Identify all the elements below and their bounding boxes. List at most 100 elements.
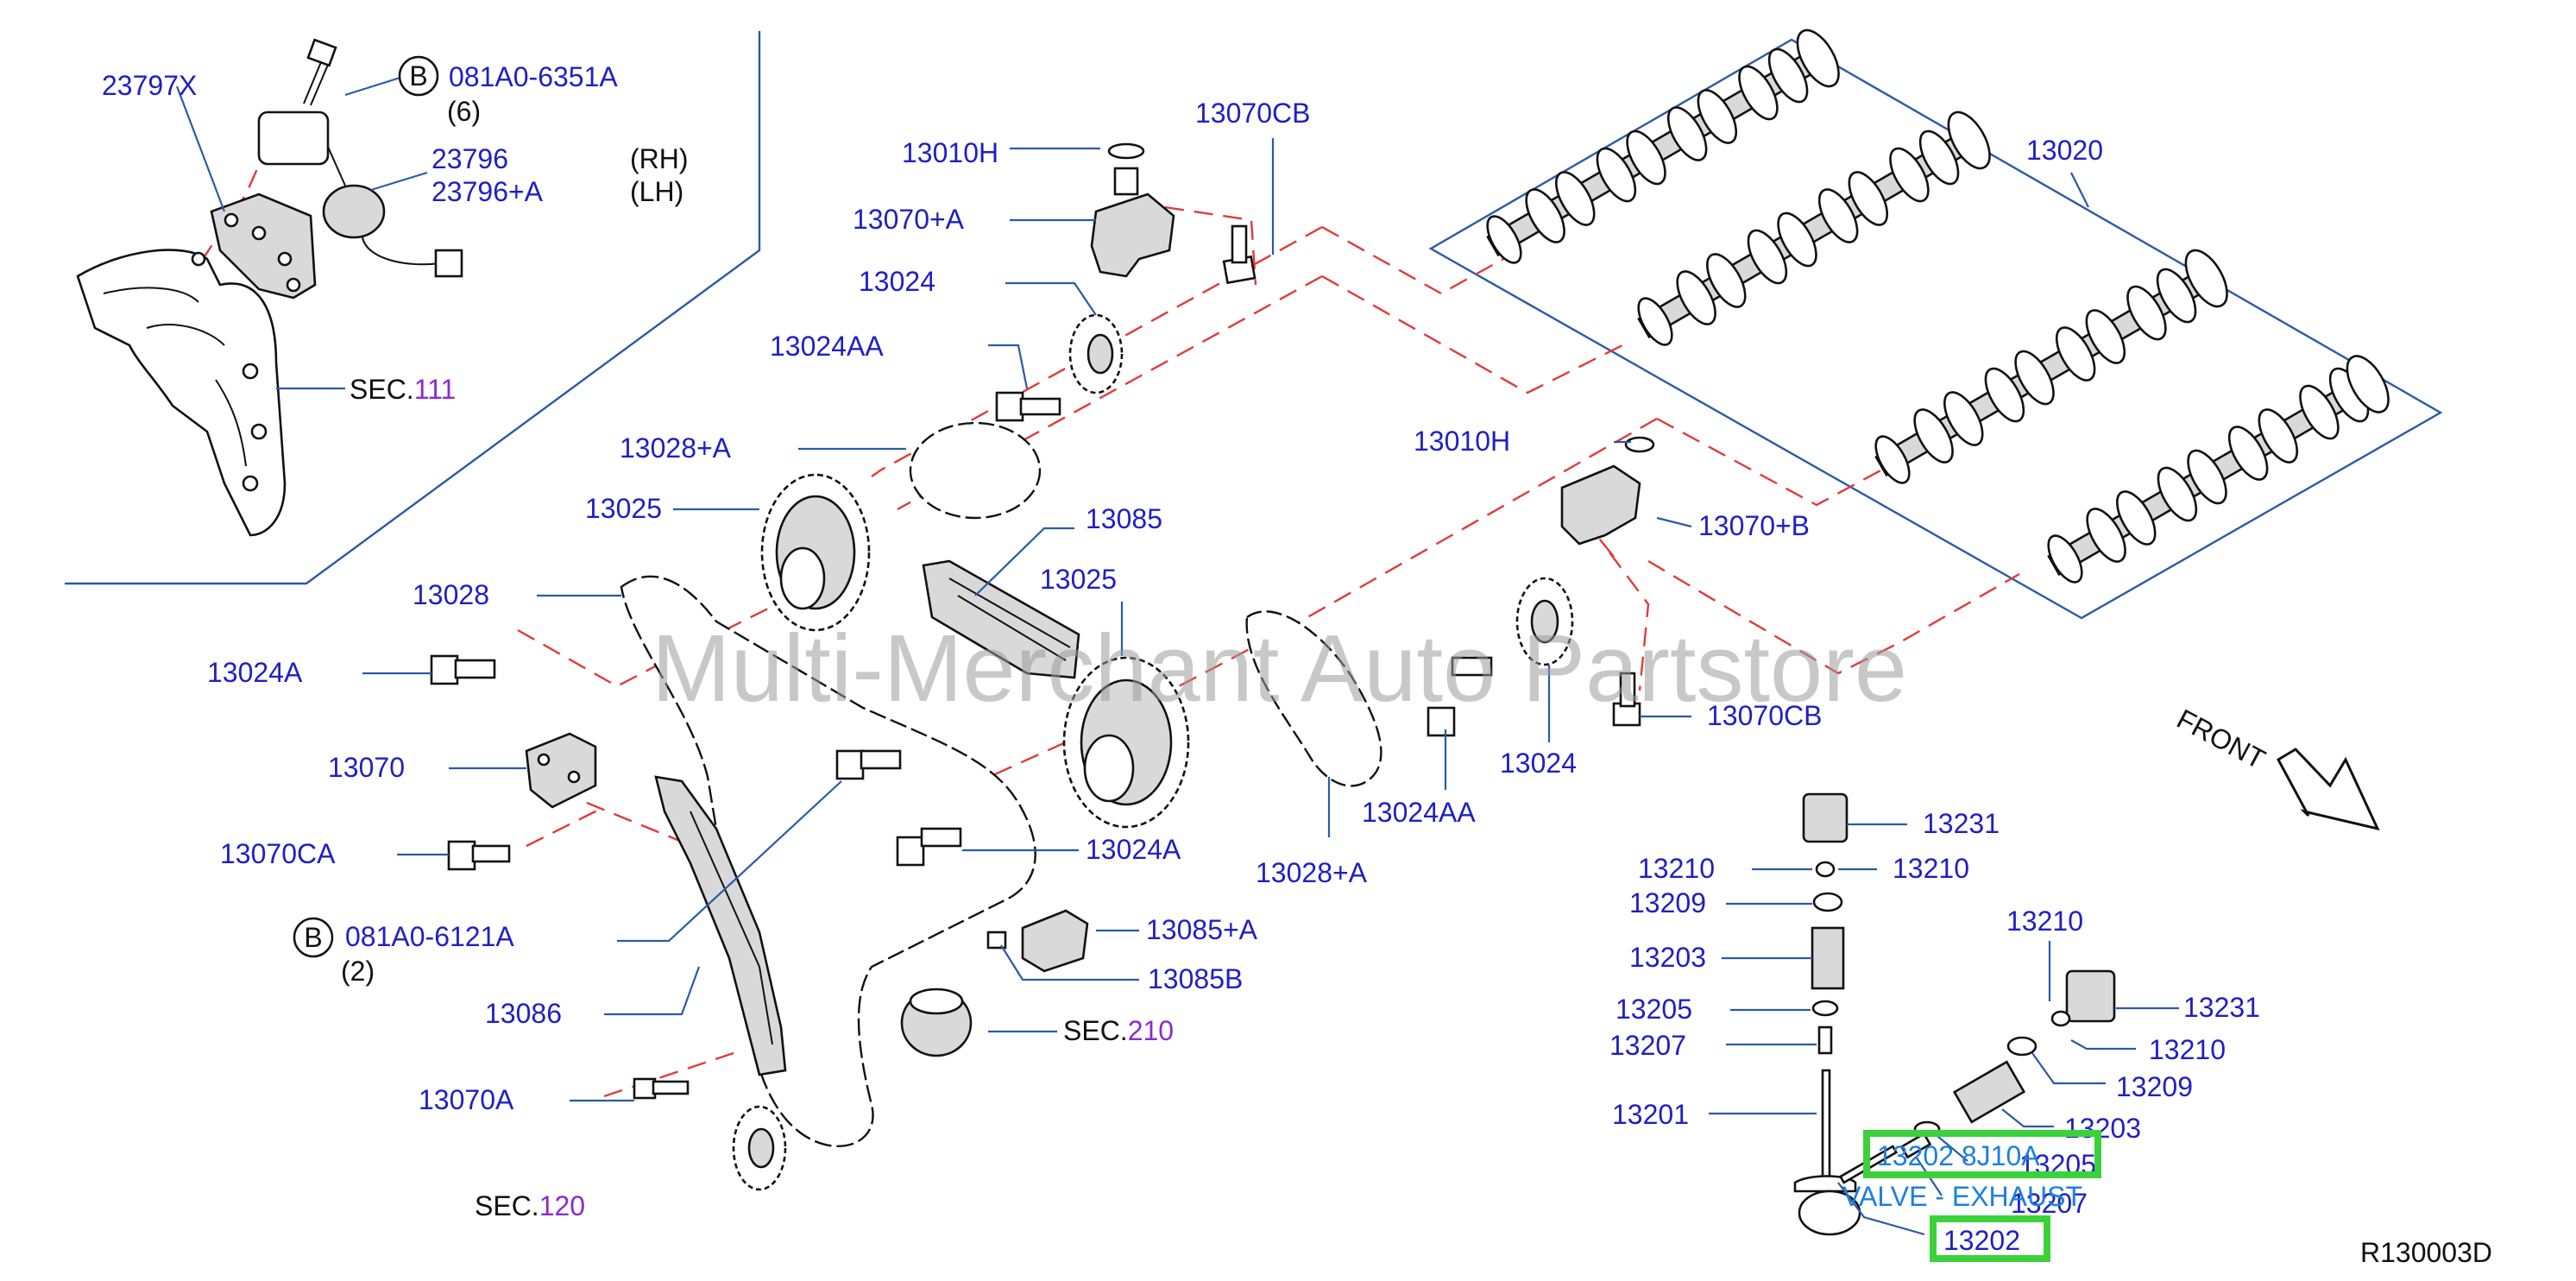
svg-text:SEC.210: SEC.210	[1063, 1015, 1174, 1046]
callout-13010H-lower[interactable]: 13010H	[1414, 426, 1510, 457]
callout-13070-plus-B[interactable]: 13070+B	[1698, 510, 1810, 541]
camshaft-sensor-23796	[257, 110, 463, 278]
sec-number: 210	[1128, 1015, 1174, 1046]
callout-13203-right[interactable]: 13203	[2064, 1113, 2141, 1144]
bolt-13070CB-top	[1222, 224, 1257, 285]
bolt-13070CA	[447, 840, 511, 871]
highlight-box-13202-8J10A	[1863, 1130, 2101, 1178]
callout-13028[interactable]: 13028	[413, 579, 489, 610]
highlight-part-13202[interactable]: 13202	[1943, 1225, 2020, 1256]
callout-13024AA-lower[interactable]: 13024AA	[1362, 797, 1476, 828]
sec-number: 120	[539, 1190, 585, 1221]
callout-13024[interactable]: 13024	[859, 266, 935, 297]
valve-train-right	[1798, 969, 2116, 1236]
chain-13028A-top	[909, 421, 1042, 520]
sprocket-13025-lower	[1062, 656, 1190, 829]
chain-13028A-lower	[1245, 610, 1382, 787]
bolt-081A0-6351A	[303, 38, 337, 106]
callout-081A0-6351A[interactable]: 081A0-6351A	[449, 61, 618, 92]
callout-13020[interactable]: 13020	[2026, 135, 2103, 166]
callout-13201[interactable]: 13201	[1612, 1099, 1689, 1130]
front-label: FRONT	[2172, 703, 2271, 775]
callout-lh: (LH)	[630, 176, 683, 207]
bolt-13024A-lower	[896, 827, 962, 867]
sec-prefix: SEC.	[1063, 1015, 1128, 1046]
callout-13070CB-lower[interactable]: 13070CB	[1707, 700, 1822, 731]
bolt-13070A	[633, 1077, 690, 1100]
callout-13205[interactable]: 13205	[1616, 994, 1692, 1025]
tensioner-13070	[525, 732, 597, 809]
bolt-13070CB-lower	[1612, 672, 1641, 727]
callout-13231[interactable]: 13231	[1923, 808, 2000, 839]
callout-23796[interactable]: 23796	[431, 143, 508, 174]
callout-rh: (RH)	[630, 143, 689, 174]
callout-13070A[interactable]: 13070A	[419, 1084, 514, 1115]
highlight-box-13202	[1930, 1215, 2050, 1262]
callout-13207[interactable]: 13207	[1609, 1030, 1686, 1061]
callout-13070CA[interactable]: 13070CA	[220, 838, 336, 869]
callout-13086[interactable]: 13086	[485, 998, 562, 1029]
callout-23797X[interactable]: 23797X	[102, 70, 197, 101]
callout-13010H[interactable]: 13010H	[902, 137, 998, 168]
bolt-13024AA-top	[995, 391, 1061, 422]
callout-13207-right[interactable]: 13207	[2011, 1188, 2088, 1219]
callout-13209[interactable]: 13209	[1629, 887, 1706, 918]
bolt-marker-letter: B	[304, 922, 322, 953]
callout-13024A-lower[interactable]: 13024A	[1086, 834, 1181, 865]
watermark-text: Multi-Merchant Auto Partstore	[652, 615, 1907, 722]
callout-13025-lower[interactable]: 13025	[1040, 564, 1117, 595]
callout-13209-right[interactable]: 13209	[2116, 1071, 2193, 1102]
bolt-marker-b2: B	[293, 917, 334, 958]
callout-13085[interactable]: 13085	[1086, 503, 1162, 534]
callout-13203[interactable]: 13203	[1629, 942, 1706, 973]
callout-13070[interactable]: 13070	[328, 752, 405, 783]
callout-13210-d[interactable]: 13210	[2149, 1034, 2226, 1065]
bolt-marker-b1: B	[398, 55, 439, 97]
callout-qty-2: (2)	[341, 956, 375, 987]
sprocket-13024-lower	[1515, 577, 1574, 666]
callout-13085B[interactable]: 13085B	[1148, 963, 1243, 994]
callout-13024AA[interactable]: 13024AA	[770, 331, 884, 362]
tensioner-13070B-plus	[1560, 436, 1655, 546]
section-ref-120[interactable]: SEC.120	[475, 1190, 585, 1221]
sprocket-13024-top	[1068, 313, 1124, 394]
callout-13024A[interactable]: 13024A	[207, 657, 303, 688]
callout-23796A[interactable]: 23796+A	[431, 176, 544, 207]
callout-13231-right[interactable]: 13231	[2183, 992, 2260, 1023]
bolt-081A0-6121A	[835, 749, 902, 780]
highlight-part-13202-8J10A[interactable]: 13202 8J10A	[1877, 1140, 2040, 1171]
highlight-valve-exhaust: VALVE - EXHAUST	[1842, 1181, 2082, 1212]
crank-sprocket-sec120	[732, 1105, 787, 1191]
diagram-code: R130003D	[2360, 1237, 2492, 1268]
phantom-lines	[202, 116, 2020, 1098]
sec-number: 111	[414, 374, 457, 405]
callout-labels: 23797X 081A0-6351A (6) 23796 23796+A (RH…	[102, 61, 2260, 1219]
callout-13028-plus-A[interactable]: 13028+A	[620, 432, 732, 464]
section-ref-111[interactable]: SEC.111	[350, 374, 456, 405]
svg-text:SEC.111: SEC.111	[350, 374, 456, 405]
section-ref-210[interactable]: SEC.210	[1063, 1015, 1174, 1046]
callout-13085-plus-A[interactable]: 13085+A	[1146, 914, 1258, 945]
callout-13025[interactable]: 13025	[585, 493, 662, 524]
callout-13028-plus-A-lower[interactable]: 13028+A	[1256, 857, 1368, 888]
callout-13210-b[interactable]: 13210	[1893, 853, 1969, 884]
sensor-bracket-23797X	[191, 192, 317, 300]
chain-guide-13085	[922, 559, 1080, 679]
svg-text:SEC.120: SEC.120	[475, 1190, 585, 1221]
tensioner-13070A-plus	[1090, 142, 1175, 278]
bolt-13024AA-lower	[1427, 656, 1493, 737]
callout-13070CB[interactable]: 13070CB	[1195, 98, 1310, 129]
inset-frame	[65, 31, 761, 585]
timing-cover-bracket	[76, 249, 287, 537]
callout-081A0-6121A[interactable]: 081A0-6121A	[345, 921, 514, 952]
camshafts-13020	[1486, 28, 2390, 584]
callout-13210-c[interactable]: 13210	[2006, 906, 2083, 937]
callout-13024-lower[interactable]: 13024	[1500, 748, 1577, 779]
callout-13070-plus-A[interactable]: 13070+A	[853, 204, 965, 235]
callout-13210-a[interactable]: 13210	[1638, 853, 1715, 884]
valve-train-left	[1793, 792, 1857, 1193]
bolt-marker-letter: B	[409, 60, 427, 92]
guide-13085A	[986, 909, 1089, 973]
leader-lines	[175, 74, 2179, 1236]
sec-prefix: SEC.	[475, 1190, 539, 1221]
